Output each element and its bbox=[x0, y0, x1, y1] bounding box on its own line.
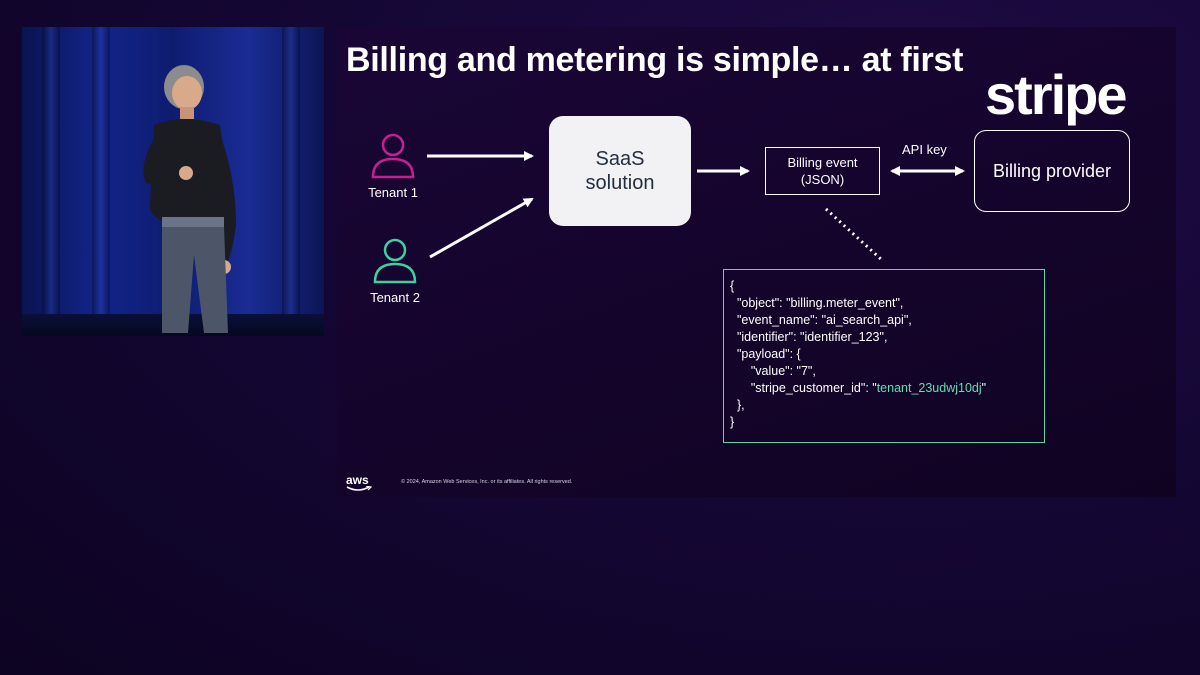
api-key-label: API key bbox=[902, 142, 947, 157]
aws-logo: aws bbox=[346, 474, 372, 492]
tenant-2-label: Tenant 2 bbox=[370, 290, 420, 305]
json-line: } bbox=[730, 415, 735, 429]
tenant-2: Tenant 2 bbox=[355, 236, 435, 305]
json-closing-quote: " bbox=[981, 381, 987, 395]
diagram-connectors bbox=[427, 151, 965, 263]
json-line: "payload": { bbox=[730, 347, 801, 361]
json-customer-value: tenant_23udwj10dj bbox=[876, 381, 982, 395]
slide-title: Billing and metering is simple… at first bbox=[346, 41, 964, 79]
speaker-figure bbox=[143, 65, 236, 333]
json-line: }, bbox=[730, 398, 745, 412]
person-icon bbox=[373, 238, 417, 284]
billing-event-box: Billing event (JSON) bbox=[765, 147, 880, 195]
dotted-connector-json bbox=[824, 207, 885, 263]
curtain-fold bbox=[42, 27, 60, 336]
person-icon bbox=[371, 133, 415, 179]
presentation-slide: Billing and metering is simple… at first… bbox=[337, 27, 1176, 497]
curtain-fold bbox=[282, 27, 300, 336]
saas-solution-box: SaaS solution bbox=[549, 116, 691, 226]
curtain-fold bbox=[92, 27, 110, 336]
speaker-video bbox=[22, 27, 324, 336]
json-line-customer-id: "stripe_customer_id": "tenant_23udwj10dj… bbox=[730, 380, 1044, 397]
saas-box-line1: SaaS bbox=[595, 148, 645, 170]
billing-event-line1: Billing event bbox=[787, 155, 858, 170]
arrow-tenant2-to-saas bbox=[429, 197, 534, 259]
billing-provider-box: Billing provider bbox=[974, 130, 1130, 212]
saas-box-line2: solution bbox=[585, 172, 655, 194]
json-line: "object": "billing.meter_event", bbox=[730, 296, 904, 310]
json-line: "identifier": "identifier_123", bbox=[730, 330, 888, 344]
json-line: "event_name": "ai_search_api", bbox=[730, 313, 912, 327]
json-payload-box: { "object": "billing.meter_event", "even… bbox=[723, 269, 1045, 443]
aws-logo-text: aws bbox=[346, 473, 369, 487]
billing-event-line2: (JSON) bbox=[800, 172, 845, 187]
billing-provider-label: Billing provider bbox=[992, 160, 1112, 181]
copyright-text: © 2024, Amazon Web Services, Inc. or its… bbox=[401, 479, 573, 485]
aws-smile-icon bbox=[346, 486, 372, 491]
json-customer-key: "stripe_customer_id": " bbox=[730, 381, 877, 395]
json-line: "value": "7", bbox=[730, 364, 816, 378]
tenant-1: Tenant 1 bbox=[353, 131, 433, 200]
stripe-logo: stripe bbox=[985, 63, 1127, 126]
json-line: { bbox=[730, 279, 735, 293]
tenant-1-label: Tenant 1 bbox=[368, 185, 418, 200]
